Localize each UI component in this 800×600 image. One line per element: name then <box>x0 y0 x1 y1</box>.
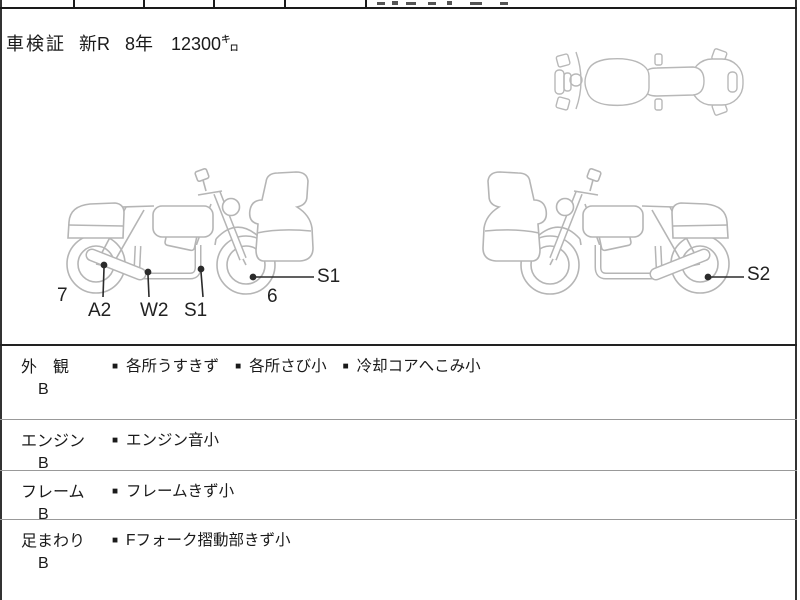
callout-dot-frame-lower <box>197 265 205 273</box>
note-text: フレームきず小 <box>126 483 235 500</box>
notes-cell: ■ Fフォーク摺動部きず小 <box>112 520 797 600</box>
side-view-diagram-canvas <box>0 160 744 342</box>
grade-value: B <box>38 455 49 472</box>
callout-lines <box>100 261 744 298</box>
inspection-year-value: 8年 <box>125 34 154 54</box>
note-item: ■ エンジン音小 <box>112 428 219 470</box>
table-row-frame: フレーム B ■ フレームきず小 <box>0 471 797 523</box>
clipped-text-fragment <box>428 2 436 5</box>
note-item: ■ 各所さび小 <box>235 354 327 419</box>
vehicle-inspection-line: 車検証 新R 8年 12300㌔ <box>6 30 239 56</box>
top-view-motorcycle-diagram <box>554 48 744 116</box>
fuel-tank-top <box>584 57 650 107</box>
seat-top <box>645 66 705 97</box>
condition-table: 外 観 B ■ 各所うすきず ■ 各所さび小 ■ 冷却コアへこみ小 エンジン B <box>0 344 797 600</box>
callout-dot-engine-lower <box>144 268 152 276</box>
grade-value: B <box>38 381 49 398</box>
note-text: 各所うすきず <box>126 358 220 375</box>
table-row-engine: エンジン B ■ エンジン音小 <box>0 420 797 472</box>
callout-label-s1: S1 <box>184 300 208 321</box>
inspection-label: 車検証 <box>6 34 66 54</box>
notes-cell: ■ フレームきず小 <box>112 471 797 519</box>
note-text: エンジン音小 <box>126 432 220 449</box>
bullet-square-icon: ■ <box>235 361 242 372</box>
callout-label-6: 6 <box>267 286 278 307</box>
top-strip-divider <box>365 0 367 7</box>
note-item: ■ 冷却コアへこみ小 <box>343 354 481 419</box>
top-strip-divider <box>73 0 75 7</box>
category-label: 外 観 <box>21 359 70 376</box>
bullet-square-icon: ■ <box>112 535 119 546</box>
left-mirror <box>555 53 571 68</box>
clipped-text-fragment <box>406 2 416 5</box>
grade-value: B <box>38 555 49 572</box>
steering-head <box>569 73 583 87</box>
top-strip-divider <box>284 0 286 7</box>
handlebar <box>575 51 582 110</box>
grade-value: B <box>38 506 49 523</box>
callout-label-a2: A2 <box>88 300 112 321</box>
category-cell: 足まわり B <box>0 520 112 600</box>
note-text: Fフォーク摺動部きず小 <box>126 532 291 549</box>
page-right-border <box>795 0 797 600</box>
note-text: 各所さび小 <box>249 358 327 375</box>
bullet-square-icon: ■ <box>342 361 349 372</box>
category-cell: エンジン B <box>0 420 112 472</box>
callout-label-w2: W2 <box>140 300 169 321</box>
category-cell: 外 観 B <box>0 346 112 419</box>
note-item: ■ フレームきず小 <box>112 479 234 519</box>
notes-cell: ■ エンジン音小 <box>112 420 797 470</box>
note-item: ■ 各所うすきず <box>112 354 219 419</box>
top-table-strip <box>0 0 797 9</box>
category-label: フレーム <box>21 484 85 501</box>
note-text: 冷却コアへこみ小 <box>356 358 481 375</box>
notes-cell: ■ 各所うすきず ■ 各所さび小 ■ 冷却コアへこみ小 <box>112 346 797 419</box>
note-item: ■ Fフォーク摺動部きず小 <box>112 528 291 600</box>
rear-wheel-top <box>727 71 738 93</box>
top-strip-divider <box>143 0 145 7</box>
callout-label-s2: S2 <box>747 264 771 285</box>
registration-era-value: 新R <box>79 34 110 54</box>
footpeg <box>654 98 663 111</box>
clipped-text-fragment <box>500 2 508 5</box>
category-label: エンジン <box>21 433 86 450</box>
callout-label-7: 7 <box>57 285 68 306</box>
bullet-square-icon: ■ <box>112 435 119 446</box>
callout-dot-front-wheel <box>249 273 257 281</box>
table-row-undercarriage: 足まわり B ■ Fフォーク摺動部きず小 <box>0 520 797 600</box>
callout-label-s1-front: S1 <box>317 266 341 287</box>
clipped-text-fragment <box>470 2 482 5</box>
top-strip-divider <box>213 0 215 7</box>
table-row-exterior: 外 観 B ■ 各所うすきず ■ 各所さび小 ■ 冷却コアへこみ小 <box>0 346 797 420</box>
right-mirror <box>555 96 571 111</box>
callout-dot-muffler <box>100 261 108 269</box>
clipped-text-fragment <box>392 1 398 5</box>
mileage-value: 12300㌔ <box>171 34 240 54</box>
page-left-border <box>0 0 2 600</box>
footpeg <box>654 53 663 66</box>
right-motorcycle-diagram <box>483 168 729 294</box>
category-label: 足まわり <box>21 533 86 550</box>
bullet-square-icon: ■ <box>112 486 119 497</box>
category-cell: フレーム B <box>0 471 112 523</box>
front-wheel-top <box>554 69 565 95</box>
callout-dot-rear-wheel-right <box>704 273 712 281</box>
bullet-square-icon: ■ <box>112 361 119 372</box>
clipped-text-fragment <box>447 1 452 5</box>
clipped-text-fragment <box>377 2 385 5</box>
